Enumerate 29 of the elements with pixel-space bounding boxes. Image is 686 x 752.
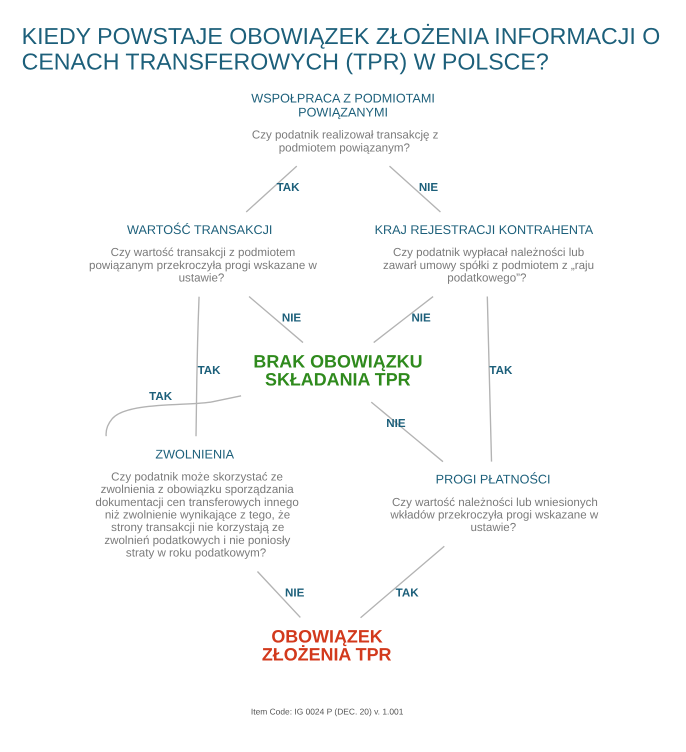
connector [360, 545, 444, 618]
connector [486, 296, 492, 462]
connector [370, 401, 443, 462]
diagram-title: KIEDY POWSTAJE OBOWIĄZEK ZŁOŻENIA INFORMACJI O CENACH TRANSFEROWYCH (TPR) W POLSCE? [21, 22, 660, 74]
node-text: OBOWIĄZEK ZŁOŻENIA TPR [261, 626, 392, 664]
node-text: ZWOLNIENIA Czy podatnik może skorzystać ze zwolnienia z obowiązku sporządzania dokumentacji cen transferowych innego niż zwolnienie wynikające z tego, że strony transakcji nie korzystają ze zwolnień podatkowych i nie poniosły straty w roku podatkowym? [94, 446, 298, 559]
connector [245, 165, 297, 212]
edge-label: TAK [488, 364, 512, 377]
edge-label: NIE [284, 586, 304, 599]
node-text: WARTOŚĆ TRANSAKCJI Czy wartość transakcji z podmiotem powiązanym przekroczyła progi wskazane w ustawie? [88, 222, 316, 284]
edge-label: NIE [281, 312, 301, 324]
edge-label: NIE [410, 312, 430, 324]
connector [248, 296, 303, 343]
node-text: KRAJ REJESTRACJI KONTRAHENTA Czy podatnik wypłacał należności lub zawarł umowy spółki z podmiotem z „raju podatkowego”? [374, 222, 594, 284]
edge-label: TAK [276, 181, 300, 194]
node-text: PROGI PŁATNOŚCI Czy wartość należności lub wniesionych wkładów przekroczyła progi wskazane w ustawie? [390, 472, 598, 534]
connector [194, 296, 200, 436]
connector [388, 165, 440, 212]
connector [256, 570, 300, 618]
node-text: BRAK OBOWIĄZKU SKŁADANIA TPR [252, 351, 422, 390]
connector [104, 394, 241, 436]
edge-label: TAK [197, 364, 220, 377]
connector [372, 295, 434, 343]
edge-label: TAK [148, 390, 172, 403]
edge-label: NIE [386, 417, 406, 430]
edge-label: NIE [418, 181, 438, 194]
label: Item Code: IG 0024 P (DEC. 20) v. 1.001 [250, 706, 403, 716]
node-text: WSPOŁPRACA Z PODMIOTAMI POWIĄZANYMI Czy podatnik realizował transakcję z podmiotem powiązanym? [250, 91, 438, 154]
edge-label: TAK [395, 586, 418, 599]
